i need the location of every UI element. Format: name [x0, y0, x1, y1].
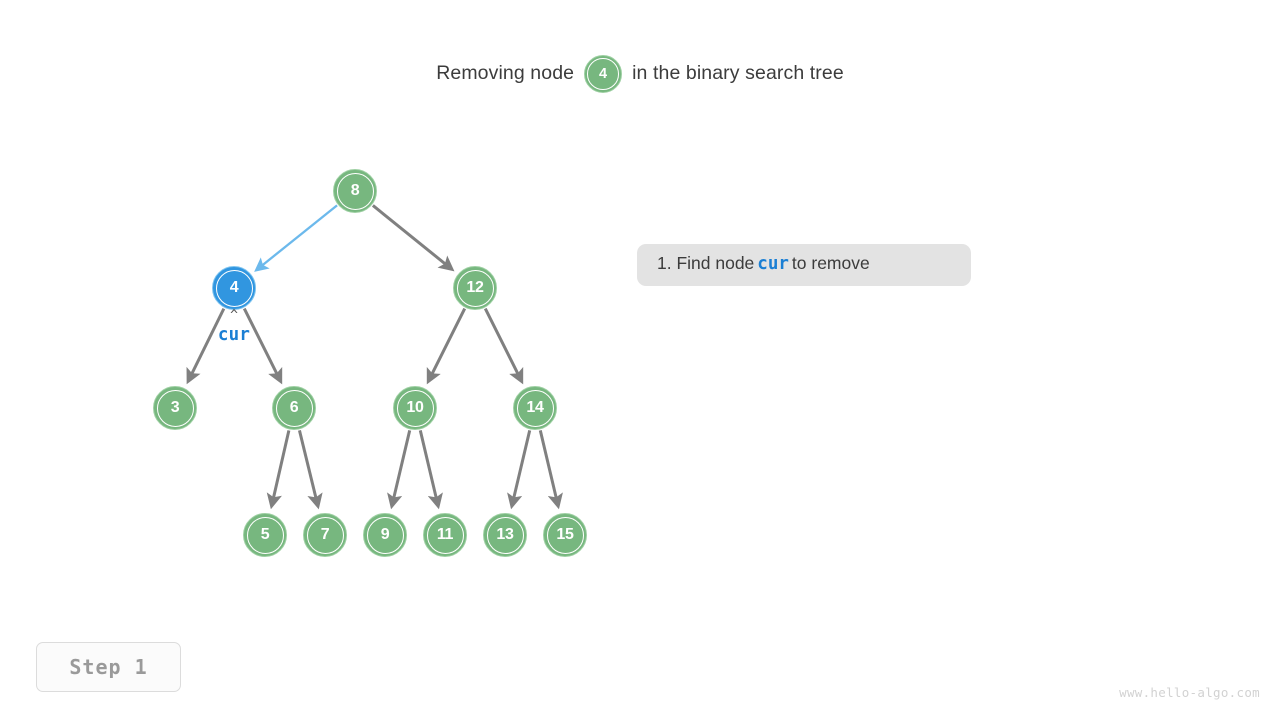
tree-edge	[186, 307, 226, 385]
tree-edge	[538, 430, 563, 510]
tree-node-value: 9	[380, 526, 390, 543]
tree-node-value: 13	[496, 526, 514, 543]
cur-pointer: ^ cur	[218, 309, 250, 345]
tree-node-value: 8	[350, 182, 360, 199]
step-badge-label: Step 1	[69, 655, 148, 679]
tree-node-value: 11	[436, 526, 454, 543]
tree-edge	[507, 430, 532, 510]
tree-node-value: 15	[556, 526, 574, 543]
annotation-prefix: 1. Find node	[657, 253, 755, 273]
tree-edge	[242, 307, 283, 385]
title-node-value: 4	[599, 66, 608, 82]
tree-node-value: 14	[526, 399, 544, 416]
annotation-code-cur: cur	[757, 254, 789, 274]
tree-node-12[interactable]: 12	[453, 266, 497, 310]
title-node-badge: 4	[584, 55, 623, 93]
page-title: Removing node 4 in the binary search tre…	[0, 55, 1280, 93]
tree-node-value: 12	[466, 279, 484, 296]
tree-node-6[interactable]: 6	[272, 386, 316, 430]
tree-edge	[426, 307, 467, 385]
tree-node-value: 7	[320, 526, 330, 543]
tree-edge	[371, 204, 455, 272]
tree-edge	[387, 430, 412, 510]
caret-icon: ^	[230, 308, 238, 323]
title-prefix: Removing node	[436, 61, 575, 84]
tree-node-15[interactable]: 15	[543, 513, 587, 557]
tree-node-11[interactable]: 11	[423, 513, 467, 557]
tree-node-value: 10	[406, 399, 424, 416]
step-description-box: 1. Find node cur to remove	[637, 244, 971, 286]
tree-node-value: 5	[260, 526, 270, 543]
tree-node-5[interactable]: 5	[243, 513, 287, 557]
tree-node-13[interactable]: 13	[483, 513, 527, 557]
tree-node-4[interactable]: 4	[212, 266, 256, 310]
annotation-suffix: to remove	[791, 253, 870, 273]
tree-node-9[interactable]: 9	[363, 513, 407, 557]
tree-node-7[interactable]: 7	[303, 513, 347, 557]
step-badge: Step 1	[36, 642, 181, 692]
tree-node-10[interactable]: 10	[393, 386, 437, 430]
cur-pointer-label: cur	[217, 325, 251, 345]
tree-node-14[interactable]: 14	[513, 386, 557, 430]
title-suffix: in the binary search tree	[632, 61, 844, 84]
tree-edge	[418, 430, 443, 510]
tree-edge	[266, 430, 291, 510]
tree-edge	[254, 204, 338, 272]
watermark: www.hello-algo.com	[1119, 685, 1260, 700]
tree-node-value: 4	[229, 279, 239, 296]
tree-node-value: 3	[170, 399, 180, 416]
tree-node-value: 6	[289, 399, 299, 416]
tree-edge	[297, 429, 323, 510]
tree-edge	[483, 307, 524, 385]
tree-node-3[interactable]: 3	[153, 386, 197, 430]
tree-node-8[interactable]: 8	[333, 169, 377, 213]
